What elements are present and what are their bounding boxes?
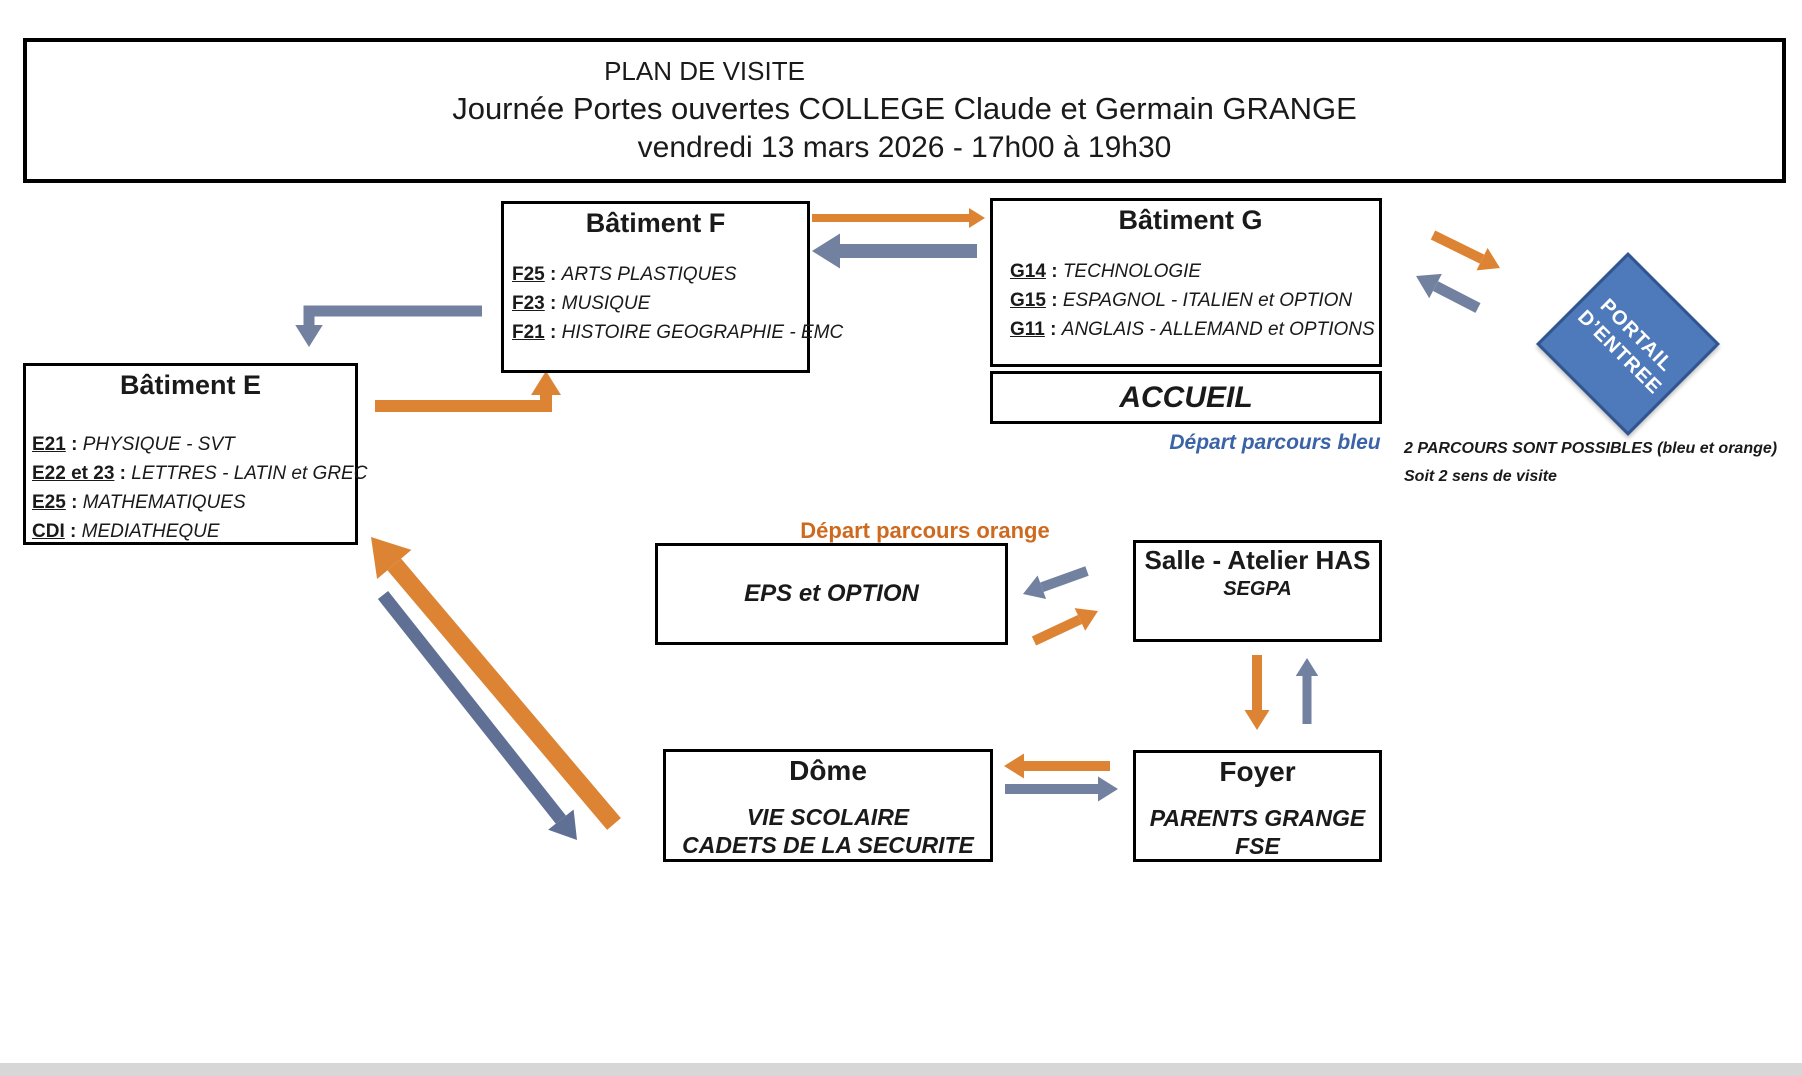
room-desc: MEDIATHEQUE [81, 521, 220, 543]
building-g-rooms: G14 : TECHNOLOGIE G15 : ESPAGNOL - ITALI… [1010, 257, 1375, 344]
room-desc: PHYSIQUE - SVT [82, 434, 235, 456]
room-desc: HISTOIRE GEOGRAPHIE - EMC [561, 322, 844, 344]
event-date: vendredi 13 mars 2026 - 17h00 à 19h30 [637, 131, 1172, 164]
arrow-e-to-f-orange [375, 371, 561, 412]
arrow-salle-to-eps-blue [1023, 566, 1089, 599]
dome-subtitles: VIE SCOLAIRE CADETS DE LA SECURITE [666, 803, 990, 859]
room-code: F25 [512, 264, 545, 286]
building-e-title: Bâtiment E [119, 370, 262, 400]
room-line-e21: E21 : PHYSIQUE - SVT [32, 430, 349, 459]
room-desc: ESPAGNOL - ITALIEN et OPTION [1062, 290, 1353, 312]
note-two-routes: 2 PARCOURS SONT POSSIBLES (bleu et orang… [1404, 440, 1778, 457]
building-e-rooms: E21 : PHYSIQUE - SVT E22 et 23 : LETTRES… [32, 430, 367, 546]
event-title: Journée Portes ouvertes COLLEGE Claude e… [452, 91, 1357, 126]
building-g-box: Bâtiment G G14 : TECHNOLOGIE G15 : ESPAG… [990, 198, 1382, 367]
room-code: E25 [32, 492, 66, 514]
plan-title: PLAN DE VISITE [604, 56, 805, 86]
room-separator: : [114, 463, 132, 485]
depart-parcours-bleu-label: Départ parcours bleu [1169, 431, 1381, 454]
room-separator: : [1044, 319, 1062, 341]
building-g-title: Bâtiment G [1118, 205, 1263, 235]
foyer-title: Foyer [1219, 756, 1296, 787]
window-bottom-edge [0, 1063, 1802, 1076]
building-e-box: Bâtiment E E21 : PHYSIQUE - SVT E22 et 2… [23, 363, 367, 546]
room-code: G11 [1010, 319, 1045, 341]
foyer-box: Foyer PARENTS GRANGE FSE [1133, 750, 1382, 862]
room-separator: : [64, 521, 82, 543]
arrow-g-to-portal-orange [1430, 230, 1500, 271]
room-separator: : [544, 264, 562, 286]
room-separator: : [1045, 261, 1063, 283]
arrow-foyer-to-dome-orange [1004, 753, 1110, 779]
entrance-portal-diamond: PORTAIL D’ENTREE [1536, 252, 1720, 436]
room-line-f21: F21 : HISTOIRE GEOGRAPHIE - EMC [512, 318, 843, 347]
room-line-g11: G11 : ANGLAIS - ALLEMAND et OPTIONS [1010, 315, 1375, 344]
room-code: G15 [1010, 290, 1046, 312]
arrow-portal-to-g-blue [1416, 273, 1481, 313]
arrow-g-to-f-blue [812, 233, 977, 269]
room-separator: : [544, 293, 562, 315]
dome-box: Dôme VIE SCOLAIRE CADETS DE LA SECURITE [663, 749, 993, 862]
room-code: CDI [32, 521, 65, 543]
building-f-box: Bâtiment F F25 : ARTS PLASTIQUES F23 : M… [501, 201, 843, 373]
accueil-label: ACCUEIL [1119, 380, 1253, 414]
room-line-g15: G15 : ESPAGNOL - ITALIEN et OPTION [1010, 286, 1371, 315]
accueil-box: ACCUEIL [990, 371, 1382, 424]
arrow-foyer-to-salle-blue [1295, 658, 1319, 724]
room-line-e22-23: E22 et 23 : LETTRES - LATIN et GREC [32, 459, 367, 488]
room-separator: : [544, 322, 562, 344]
title-box: PLAN DE VISITE Journée Portes ouvertes C… [23, 38, 1786, 183]
arrow-f-to-g-orange [812, 208, 985, 228]
room-separator: : [1045, 290, 1063, 312]
dome-line2: CADETS DE LA SECURITE [682, 832, 974, 859]
arrow-dome-to-foyer-blue [1005, 776, 1118, 802]
arrow-e-to-dome-blue [377, 590, 577, 840]
room-desc: ANGLAIS - ALLEMAND et OPTIONS [1061, 319, 1375, 341]
room-line-f23: F23 : MUSIQUE [512, 289, 799, 318]
room-code: E21 [32, 434, 66, 456]
room-line-g14: G14 : TECHNOLOGIE [1010, 257, 1371, 286]
depart-parcours-orange-label: Départ parcours orange [800, 518, 1050, 543]
foyer-subtitles: PARENTS GRANGE FSE [1136, 804, 1379, 860]
room-code: G14 [1010, 261, 1046, 283]
room-line-e25: E25 : MATHEMATIQUES [32, 488, 349, 517]
salle-title: Salle - Atelier HAS [1144, 545, 1371, 575]
building-f-title: Bâtiment F [585, 208, 726, 238]
dome-title: Dôme [789, 755, 867, 786]
salle-subtitle: SEGPA [1223, 577, 1292, 600]
room-line-cdi: CDI : MEDIATHEQUE [32, 517, 349, 546]
room-desc: TECHNOLOGIE [1062, 261, 1202, 283]
arrow-eps-to-salle-orange [1031, 608, 1098, 646]
room-desc: LETTRES - LATIN et GREC [131, 463, 368, 485]
room-code: F21 [512, 322, 545, 344]
room-separator: : [65, 492, 83, 514]
arrow-salle-to-foyer-orange [1244, 655, 1270, 730]
eps-box: EPS et OPTION [655, 543, 1008, 645]
room-desc: MATHEMATIQUES [82, 492, 246, 514]
eps-label: EPS et OPTION [744, 580, 919, 607]
foyer-line1: PARENTS GRANGE [1149, 805, 1366, 832]
salle-atelier-has-box: Salle - Atelier HAS SEGPA [1133, 540, 1382, 642]
note-two-directions: Soit 2 sens de visite [1404, 468, 1557, 485]
room-separator: : [65, 434, 83, 456]
arrow-f-to-e-blue [295, 305, 482, 347]
foyer-line2: FSE [1235, 833, 1280, 860]
room-desc: MUSIQUE [561, 293, 651, 315]
building-f-rooms: F25 : ARTS PLASTIQUES F23 : MUSIQUE F21 … [512, 260, 843, 347]
room-line-f25: F25 : ARTS PLASTIQUES [512, 260, 799, 289]
arrow-dome-to-e-orange [371, 537, 621, 830]
room-code: E22 et 23 [32, 463, 115, 485]
dome-line1: VIE SCOLAIRE [746, 804, 910, 831]
room-code: F23 [512, 293, 545, 315]
room-desc: ARTS PLASTIQUES [561, 264, 737, 286]
